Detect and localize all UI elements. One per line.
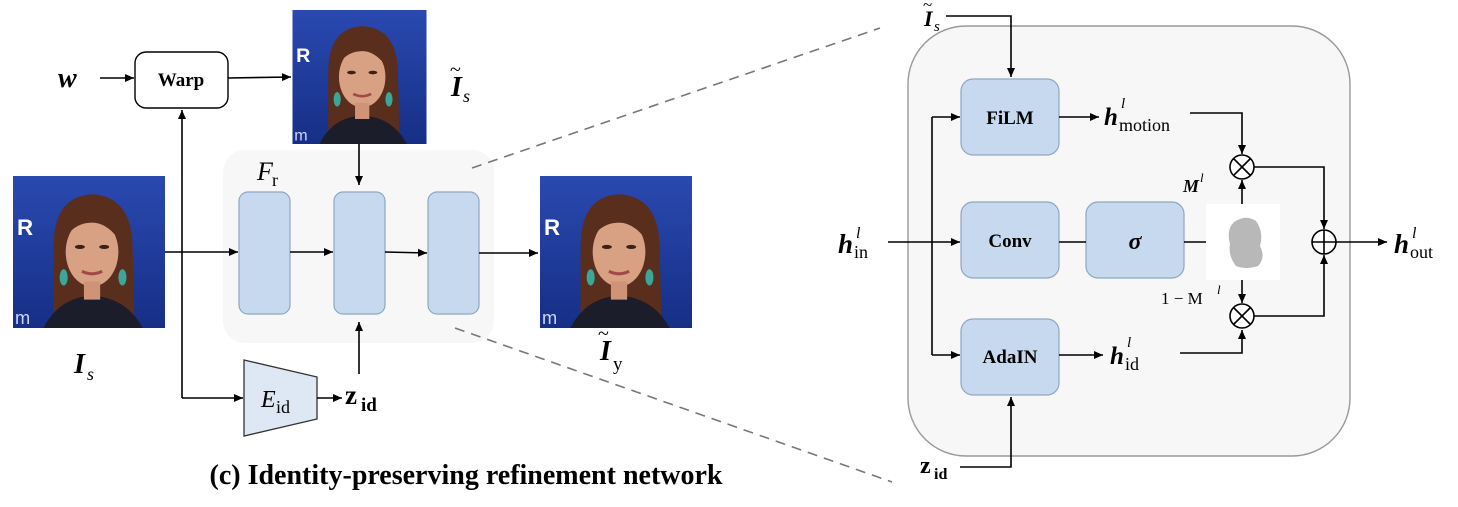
add-node (1311, 229, 1337, 255)
svg-text:l: l (1200, 170, 1204, 185)
warp-label: Warp (158, 70, 204, 91)
multiply-node-bottom (1229, 303, 1255, 329)
h-motion-label: h l motion (1104, 96, 1170, 135)
svg-text:~: ~ (450, 59, 461, 81)
svg-text:in: in (854, 242, 868, 262)
fr-block-3 (427, 191, 480, 315)
warped-image-label: I ~ s (450, 59, 470, 106)
svg-text:id: id (1125, 354, 1139, 374)
svg-text:l: l (856, 225, 861, 242)
svg-text:I: I (450, 72, 463, 103)
svg-text:z: z (920, 453, 931, 479)
svg-text:id: id (361, 395, 377, 416)
svg-text:E: E (260, 387, 276, 413)
adain-block (960, 318, 1060, 396)
caption: (c) Identity-preserving refinement netwo… (210, 460, 723, 491)
svg-text:h: h (1110, 343, 1124, 370)
svg-text:z: z (345, 380, 357, 410)
fr-block-1 (238, 191, 291, 315)
svg-text:l: l (1217, 282, 1221, 297)
fr-label: F r (256, 157, 278, 190)
svg-text:1 − M: 1 − M (1161, 289, 1203, 308)
svg-text:h: h (1394, 229, 1409, 259)
svg-text:F: F (256, 157, 274, 186)
encoder-label: E id (260, 387, 290, 417)
svg-text:out: out (1410, 242, 1433, 262)
svg-text:~: ~ (923, 0, 932, 14)
warped-image (292, 10, 427, 144)
svg-text:y: y (613, 354, 623, 375)
h-out-label: h l out (1394, 225, 1433, 262)
svg-text:~: ~ (598, 323, 609, 345)
h-in-label: h l in (838, 225, 868, 262)
identity-encoder (243, 359, 318, 437)
refinement-network: w Warp I ~ s I s F r (13, 10, 723, 491)
svg-text:I: I (599, 336, 612, 367)
conv-block (960, 201, 1060, 279)
adain-label: AdaIN (983, 347, 1038, 368)
svg-text:id: id (276, 397, 290, 417)
zoom-line-bottom (454, 327, 893, 483)
svg-text:s: s (934, 19, 940, 35)
multiply-node-top (1229, 154, 1255, 180)
zoom-line-top (471, 27, 881, 169)
source-image (13, 176, 165, 328)
svg-text:M: M (1182, 176, 1200, 196)
source-image-label: I s (73, 349, 94, 384)
svg-text:h: h (1104, 104, 1118, 131)
output-image-label: I ~ y (598, 323, 623, 375)
output-image (539, 176, 693, 328)
svg-text:I: I (73, 349, 86, 380)
mask-label: M l (1182, 170, 1204, 196)
block-detail: I ~ s FiLM Conv σ AdaIN h l in h l motio (838, 0, 1433, 483)
svg-text:s: s (87, 364, 94, 384)
svg-text:h: h (838, 229, 853, 259)
h-id-label: h l id (1110, 335, 1139, 374)
svg-text:l: l (1121, 96, 1125, 112)
svg-text:I: I (923, 6, 934, 31)
svg-text:id: id (934, 466, 947, 483)
sigma-block (1085, 201, 1185, 279)
film-label: FiLM (986, 108, 1034, 129)
sigma-label: σ (1129, 229, 1143, 255)
svg-text:r: r (272, 170, 278, 190)
top-input-label: I ~ s (923, 0, 940, 35)
fr-block-2 (333, 191, 386, 315)
svg-text:l: l (1412, 225, 1417, 242)
svg-text:s: s (463, 86, 470, 106)
zid-label-left: z id (345, 380, 377, 416)
conv-label: Conv (988, 231, 1032, 252)
warp-box (134, 51, 229, 109)
svg-text:l: l (1127, 335, 1131, 351)
svg-text:motion: motion (1119, 115, 1170, 135)
inverse-mask-label: 1 − M l (1161, 282, 1221, 308)
input-w-label: w (58, 63, 77, 94)
zid-label-right: z id (920, 453, 947, 483)
mask-image (1206, 204, 1280, 280)
